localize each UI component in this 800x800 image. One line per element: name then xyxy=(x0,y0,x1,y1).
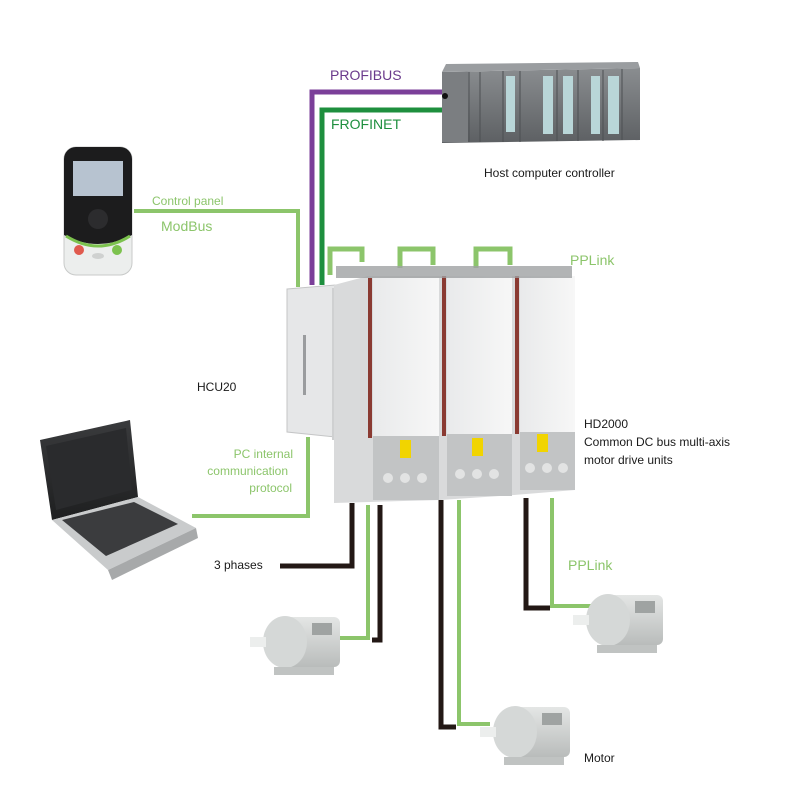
drive-unit-icon[interactable] xyxy=(334,276,440,503)
motor-icon[interactable] xyxy=(480,706,570,765)
motor-icon[interactable] xyxy=(573,594,663,653)
laptop-icon[interactable] xyxy=(40,420,198,580)
pplink-bottom-label: PPLink xyxy=(568,557,613,573)
pc-protocol-cable xyxy=(192,437,310,518)
three-phase-cable xyxy=(280,503,355,569)
profinet-label: FROFINET xyxy=(331,116,401,132)
pplink-loop-2 xyxy=(397,246,436,268)
pc-protocol-line2: communication xyxy=(207,464,288,478)
motor-1-power-cable xyxy=(372,505,383,643)
hd2000-desc-line1: Common DC bus multi-axis xyxy=(584,435,730,449)
host-controller-label: Host computer controller xyxy=(484,166,615,180)
motor-label: Motor xyxy=(584,751,615,765)
drive-units xyxy=(334,266,575,503)
motor-3-pplink-cable xyxy=(550,498,592,608)
profinet-cable xyxy=(319,107,442,285)
modbus-cable xyxy=(134,209,300,287)
hd2000-title: HD2000 xyxy=(584,417,628,431)
motor-2-pplink-cable xyxy=(457,500,490,726)
drive-unit-icon[interactable] xyxy=(514,276,575,495)
keypad-icon[interactable] xyxy=(63,146,133,276)
profibus-label: PROFIBUS xyxy=(330,67,402,83)
three-phases-label: 3 phases xyxy=(214,558,263,572)
pc-protocol-line1: PC internal xyxy=(234,447,293,461)
pc-protocol-line3: protocol xyxy=(249,481,292,495)
cables xyxy=(134,89,592,730)
pplink-loop-3 xyxy=(473,246,513,268)
motor-3-power-cable xyxy=(523,498,550,611)
drive-top-terminals xyxy=(336,266,572,278)
hd2000-desc-line2: motor drive units xyxy=(584,453,673,467)
hcu20-label: HCU20 xyxy=(197,380,237,394)
motor-2-power-cable xyxy=(438,500,456,730)
drive-unit-icon[interactable] xyxy=(440,276,514,500)
motor-icon[interactable] xyxy=(250,616,340,675)
motor-1-pplink-cable xyxy=(340,505,370,640)
pplink-top-label: PPLink xyxy=(570,252,615,268)
profibus-cable xyxy=(309,89,442,285)
control-panel-label: Control panel xyxy=(152,194,223,208)
modbus-label: ModBus xyxy=(161,218,212,234)
pplink-loop-1 xyxy=(327,246,365,275)
plc-rack-icon[interactable] xyxy=(442,62,640,143)
